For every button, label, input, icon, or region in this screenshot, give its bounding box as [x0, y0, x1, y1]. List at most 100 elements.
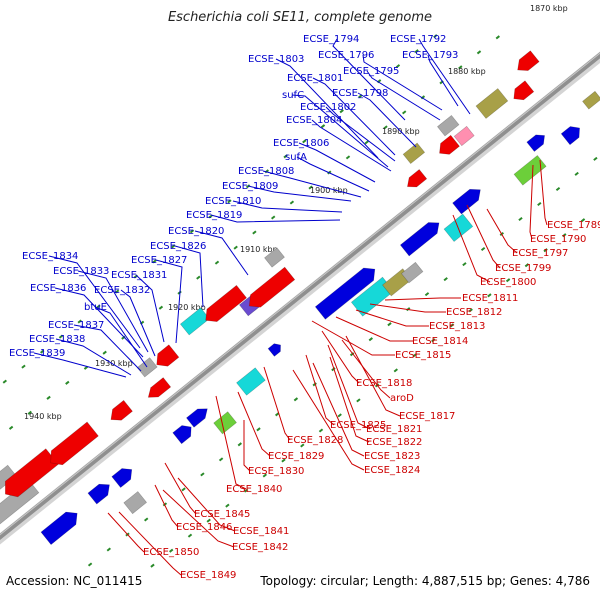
gene-label[interactable]: ECSE_1795 [343, 66, 399, 77]
gene-label[interactable]: ECSE_1833 [53, 266, 109, 277]
gene-label[interactable]: ECSE_1803 [248, 54, 304, 65]
reverse-gene-feature[interactable] [201, 284, 247, 326]
gene-label[interactable]: ECSE_1830 [248, 466, 304, 477]
gene-label[interactable]: ECSE_1826 [150, 241, 206, 252]
reverse-gene-feature[interactable] [404, 169, 428, 191]
tick-dot [189, 229, 195, 234]
gene-label[interactable]: ECSE_1820 [168, 226, 224, 237]
gene-label[interactable]: ECSE_1845 [194, 509, 250, 520]
backbone-highlight [0, 52, 600, 536]
gene-label[interactable]: ECSE_1819 [186, 210, 242, 221]
gene-feature[interactable] [437, 114, 460, 137]
tick-dot [150, 563, 155, 568]
gene-label[interactable]: ECSE_1840 [226, 484, 282, 495]
gene-label[interactable]: ECSE_1834 [22, 251, 78, 262]
tick-dot [196, 275, 201, 280]
reverse-gene-feature[interactable] [509, 80, 535, 104]
gene-label[interactable]: ECSE_1794 [303, 34, 359, 45]
reverse-gene-feature[interactable] [152, 344, 180, 371]
gene-label[interactable]: ECSE_1837 [48, 320, 104, 331]
gene-label[interactable]: ECSE_1800 [480, 277, 536, 288]
gene-feature[interactable] [136, 357, 158, 378]
gene-label[interactable]: ECSE_1802 [300, 102, 356, 113]
forward-gene-feature[interactable] [452, 184, 485, 215]
reverse-gene-feature[interactable] [244, 266, 296, 312]
forward-gene-feature[interactable] [111, 464, 136, 488]
gene-feature[interactable] [123, 491, 148, 515]
gene-label[interactable]: sufC [282, 90, 304, 101]
gene-feature[interactable] [402, 142, 426, 165]
gene-label[interactable]: ECSE_1824 [364, 465, 420, 476]
forward-gene-feature[interactable] [186, 404, 211, 428]
forward-gene-feature[interactable] [526, 131, 549, 152]
gene-label[interactable]: btuE [84, 302, 107, 313]
gene-label[interactable]: ECSE_1793 [402, 50, 458, 61]
tick-dot [281, 458, 286, 463]
gene-label[interactable]: ECSE_1818 [356, 378, 412, 389]
gene-label[interactable]: ECSE_1838 [29, 334, 85, 345]
gene-label[interactable]: ECSE_1815 [395, 350, 451, 361]
gene-label[interactable]: ECSE_1846 [176, 522, 232, 533]
gene-label[interactable]: ECSE_1831 [111, 270, 167, 281]
gene-label[interactable]: ECSE_1813 [429, 321, 485, 332]
reverse-gene-feature[interactable] [513, 50, 540, 76]
reverse-gene-feature[interactable] [107, 399, 133, 425]
gene-label[interactable]: ECSE_1790 [530, 234, 586, 245]
gene-label[interactable]: ECSE_1822 [366, 437, 422, 448]
gene-label[interactable]: ECSE_1812 [446, 307, 502, 318]
gene-label[interactable]: ECSE_1808 [238, 166, 294, 177]
gene-label[interactable]: aroD [390, 393, 414, 404]
gene-label[interactable]: ECSE_1836 [30, 283, 86, 294]
gene-label[interactable]: ECSE_1801 [287, 73, 343, 84]
gene-label[interactable]: ECSE_1823 [364, 451, 420, 462]
tick-dot [252, 230, 257, 235]
gene-label[interactable]: ECSE_1789 [547, 220, 600, 231]
gene-label[interactable]: ECSE_1796 [318, 50, 374, 61]
forward-gene-feature[interactable] [87, 479, 114, 505]
forward-gene-feature[interactable] [40, 507, 82, 545]
gene-label[interactable]: ECSE_1814 [412, 336, 468, 347]
gene-label[interactable]: ECSE_1817 [399, 411, 455, 422]
gene-feature[interactable] [264, 247, 285, 268]
gene-label[interactable]: ECSE_1792 [390, 34, 446, 45]
gene-label[interactable]: ECSE_1821 [366, 424, 422, 435]
gene-label[interactable]: ECSE_1825 [330, 420, 386, 431]
gene-label[interactable]: ECSE_1811 [462, 293, 518, 304]
gene-label[interactable]: ECSE_1832 [94, 285, 150, 296]
gene-feature[interactable] [513, 155, 547, 186]
tick-dot [345, 155, 351, 160]
gene-label[interactable]: ECSE_1850 [143, 547, 199, 558]
tick-dot [420, 95, 426, 100]
forward-gene-feature[interactable] [267, 341, 284, 357]
reverse-gene-feature[interactable] [144, 377, 172, 402]
gene-label[interactable]: ECSE_1804 [286, 115, 342, 126]
gene-label[interactable]: ECSE_1828 [287, 435, 343, 446]
gene-label[interactable]: ECSE_1809 [222, 181, 278, 192]
tick-dot [46, 395, 51, 400]
forward-gene-feature[interactable] [560, 123, 584, 146]
gene-label[interactable]: ECSE_1797 [512, 248, 568, 259]
gene-feature[interactable] [213, 411, 237, 435]
gene-feature[interactable] [582, 90, 600, 110]
gene-label[interactable]: ECSE_1827 [131, 255, 187, 266]
gene-label[interactable]: ECSE_1829 [268, 451, 324, 462]
gene-feature[interactable] [236, 367, 266, 396]
gene-label[interactable]: ECSE_1806 [273, 138, 329, 149]
forward-gene-feature[interactable] [314, 263, 380, 320]
gene-feature[interactable] [475, 88, 509, 119]
gene-label[interactable]: ECSE_1841 [233, 526, 289, 537]
gene-label[interactable]: ECSE_1849 [180, 570, 236, 581]
gene-feature[interactable] [401, 261, 424, 284]
forward-gene-feature[interactable] [172, 422, 196, 445]
reverse-gene-feature[interactable] [435, 134, 460, 158]
gene-label[interactable]: ECSE_1798 [332, 88, 388, 99]
gene-label[interactable]: sufA [285, 152, 307, 163]
gene-label[interactable]: ECSE_1799 [495, 263, 551, 274]
reverse-gene-feature[interactable] [45, 421, 99, 470]
gene-feature[interactable] [453, 125, 475, 147]
gene-label[interactable]: ECSE_1839 [9, 348, 65, 359]
tick-dot [505, 278, 511, 283]
gene-label[interactable]: ECSE_1810 [205, 196, 261, 207]
forward-gene-feature[interactable] [399, 217, 443, 257]
gene-label[interactable]: ECSE_1842 [232, 542, 288, 553]
